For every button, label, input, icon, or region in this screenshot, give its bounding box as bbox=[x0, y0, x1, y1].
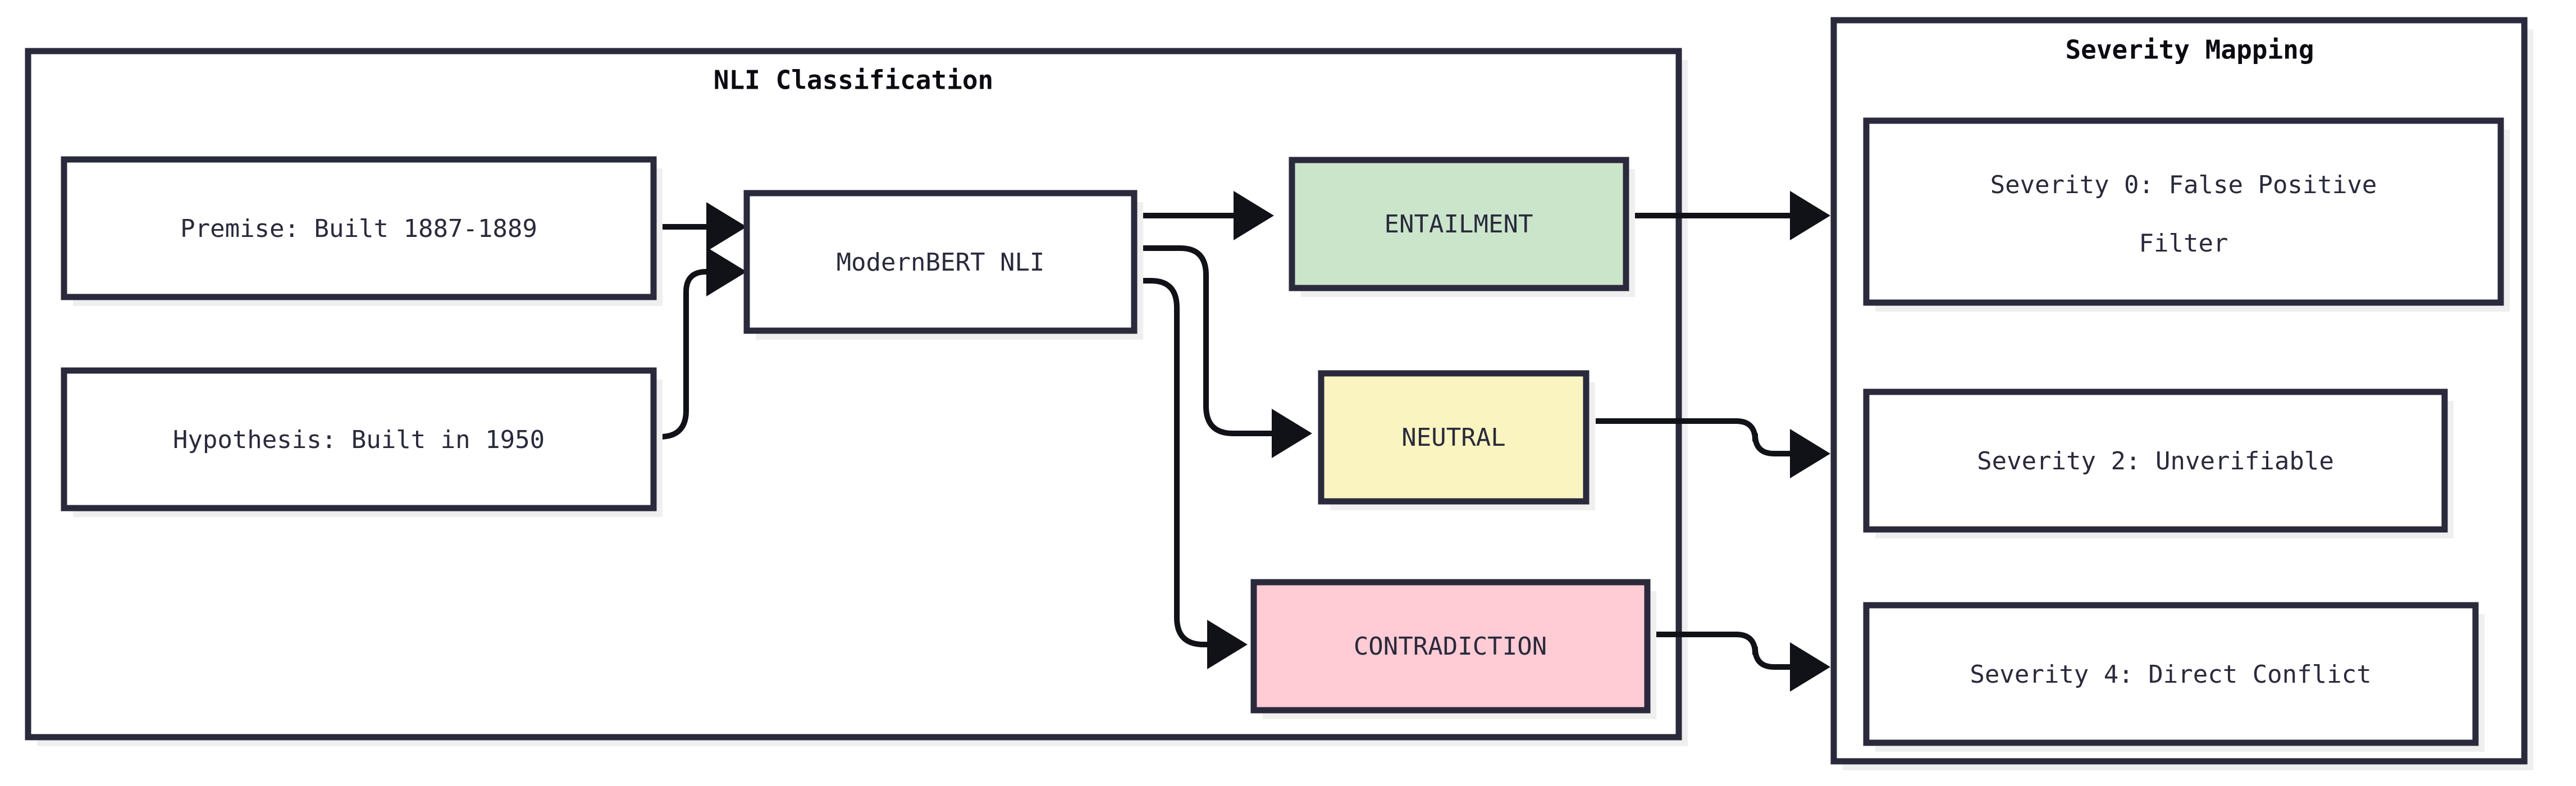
node-modernbert-rect[interactable] bbox=[743, 190, 1138, 334]
node-premise-label: Premise: Built 1887-1889 bbox=[180, 214, 537, 243]
node-severity2-rect[interactable] bbox=[1863, 389, 2448, 533]
node-contradiction-rect[interactable] bbox=[1250, 579, 1651, 714]
node-modernbert-nli[interactable]: ModernBERT NLI bbox=[743, 190, 1143, 340]
node-hypothesis[interactable]: Hypothesis: Built in 1950 bbox=[61, 367, 663, 517]
node-entailment[interactable]: ENTAILMENT bbox=[1289, 157, 1635, 297]
cluster-nli-title: NLI Classification bbox=[714, 65, 994, 95]
node-neutral[interactable]: NEUTRAL bbox=[1318, 370, 1595, 510]
node-severity0-label-line1: Severity 0: False Positive bbox=[1990, 171, 2377, 199]
node-severity-2[interactable]: Severity 2: Unverifiable bbox=[1863, 389, 2454, 538]
edge-hypothesis-to-model-path bbox=[640, 269, 707, 440]
node-severity-0[interactable]: Severity 0: False Positive Filter bbox=[1863, 117, 2510, 312]
node-severity4-label: Severity 4: Direct Conflict bbox=[1970, 660, 2371, 689]
node-hypothesis-label: Hypothesis: Built in 1950 bbox=[173, 426, 545, 454]
node-premise-rect[interactable] bbox=[61, 156, 657, 300]
edge-contradiction-to-severity4-arrowhead bbox=[1790, 642, 1830, 692]
node-severity0-rect[interactable] bbox=[1863, 117, 2504, 306]
node-contradiction[interactable]: CONTRADICTION bbox=[1250, 579, 1656, 719]
edge-contradiction-to-severity4 bbox=[1646, 632, 1830, 692]
node-neutral-label: NEUTRAL bbox=[1401, 423, 1505, 452]
node-neutral-rect[interactable] bbox=[1318, 370, 1590, 505]
node-modernbert-label: ModernBERT NLI bbox=[837, 248, 1045, 277]
node-severity4-rect[interactable] bbox=[1863, 602, 2479, 746]
edge-entailment-to-severity0-arrowhead bbox=[1790, 191, 1830, 240]
edge-model-to-neutral-path bbox=[1127, 245, 1272, 436]
edge-premise-to-model-arrowhead bbox=[706, 202, 747, 252]
node-contradiction-label: CONTRADICTION bbox=[1354, 632, 1547, 661]
node-premise[interactable]: Premise: Built 1887-1889 bbox=[61, 156, 663, 306]
edge-model-to-neutral-arrowhead bbox=[1272, 409, 1312, 458]
node-entailment-label: ENTAILMENT bbox=[1385, 210, 1533, 239]
node-severity2-label: Severity 2: Unverifiable bbox=[1977, 447, 2334, 476]
edge-neutral-to-severity2-arrowhead bbox=[1790, 429, 1830, 478]
node-entailment-rect[interactable] bbox=[1289, 157, 1629, 291]
node-hypothesis-rect[interactable] bbox=[61, 367, 657, 511]
edge-model-to-contradiction-path bbox=[1127, 278, 1207, 647]
edge-hypothesis-to-model-arrowhead bbox=[706, 247, 747, 296]
edge-model-to-contradiction-arrowhead bbox=[1207, 620, 1248, 669]
edge-neutral-to-severity2 bbox=[1596, 418, 1830, 478]
node-severity-4[interactable]: Severity 4: Direct Conflict bbox=[1863, 602, 2484, 752]
edge-hypothesis-to-model bbox=[640, 247, 747, 440]
edge-contradiction-to-severity4-path bbox=[1646, 632, 1790, 670]
cluster-severity-title: Severity Mapping bbox=[2065, 35, 2314, 65]
edge-model-to-contradiction bbox=[1127, 278, 1248, 669]
edge-model-to-entailment-arrowhead bbox=[1234, 191, 1274, 240]
edge-entailment-to-severity0 bbox=[1635, 191, 1830, 240]
edge-model-to-entailment bbox=[1127, 191, 1274, 240]
node-severity0-label-line2: Filter bbox=[2139, 229, 2228, 258]
edge-model-to-neutral bbox=[1127, 245, 1312, 458]
edge-neutral-to-severity2-path bbox=[1596, 418, 1790, 456]
